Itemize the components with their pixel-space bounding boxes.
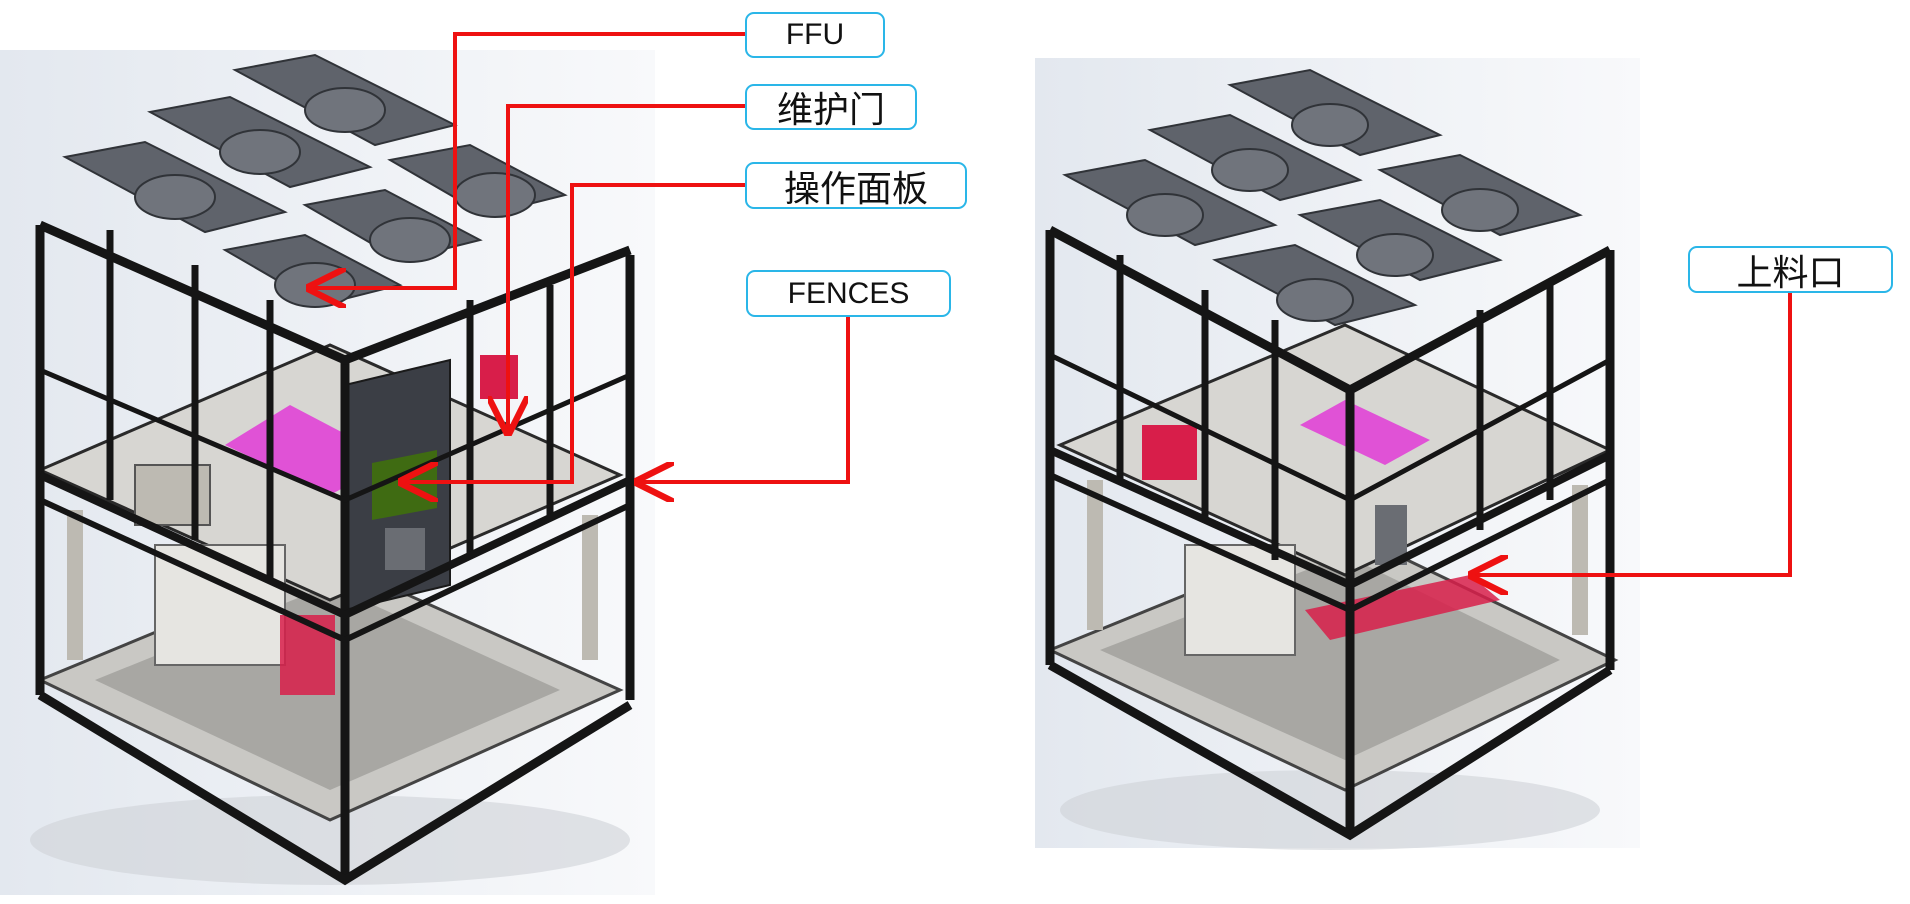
right-frame-rail <box>1048 352 1612 503</box>
right-machine-render <box>1035 58 1640 850</box>
left-machine-render <box>0 50 655 895</box>
operation-panel-callout: 操作面板 <box>745 162 967 210</box>
left-frame-bottom-rail <box>37 691 633 886</box>
loading-port-callout: 上料口 <box>1688 246 1893 294</box>
right-magenta-tray <box>1300 400 1430 465</box>
loading-port-leader-line <box>1472 292 1792 575</box>
operation-panel-leader-line <box>402 183 745 482</box>
left-panel-keypad <box>385 528 425 570</box>
left-frame-top-rail <box>38 220 632 365</box>
right-frame-bottom-rail <box>1047 661 1613 841</box>
left-frame-rail <box>39 367 632 503</box>
right-frame-mid-rail <box>1048 472 1612 614</box>
maintenance-door-callout: 维护门 <box>745 84 917 131</box>
right-red-module <box>1142 425 1197 480</box>
fences-leader-line <box>638 317 850 482</box>
left-red-module <box>480 355 518 399</box>
left-platform-block <box>134 464 211 526</box>
leader-lines <box>310 32 1792 575</box>
left-shadow <box>30 795 630 885</box>
right-shadow <box>1060 770 1600 850</box>
left-lower-red-parts <box>280 615 335 695</box>
ffu-leader-line <box>310 32 745 288</box>
left-frame-mid-rail <box>38 497 632 644</box>
right-frame-top-rail <box>1047 226 1613 396</box>
right-ffu-group <box>1062 68 1583 327</box>
maintenance-door-leader-line <box>508 104 745 432</box>
fences-callout: FENCES <box>746 270 951 317</box>
right-lower-cabinet <box>1184 544 1296 656</box>
right-frame-mid-rail <box>1048 446 1612 590</box>
left-frame-mid-rail <box>38 471 632 620</box>
ffu-callout: FFU <box>745 12 885 58</box>
